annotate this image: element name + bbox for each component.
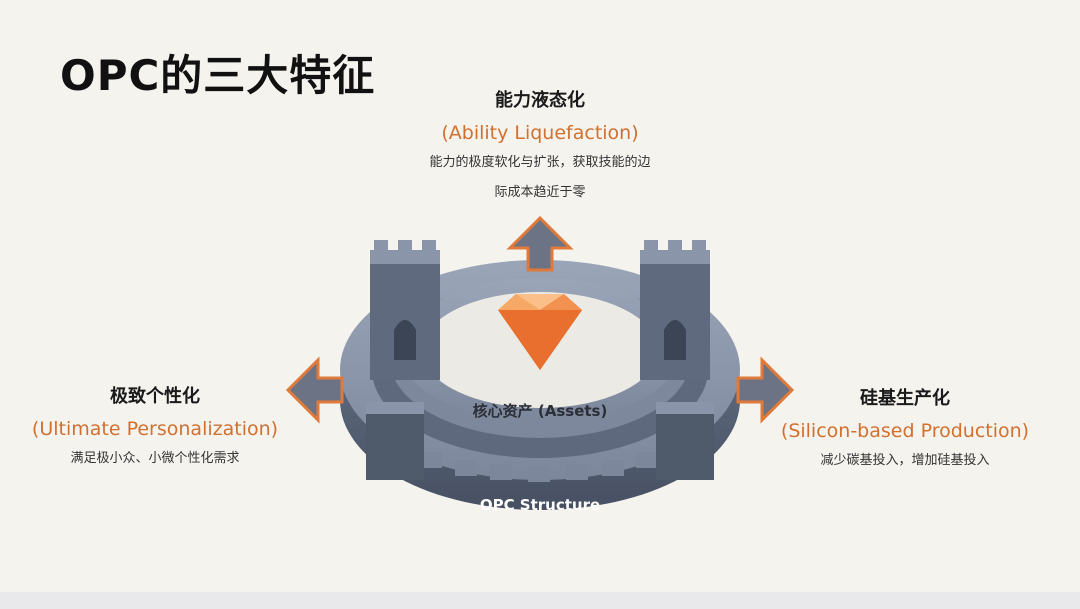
tower-front-right — [656, 402, 714, 480]
page-title: OPC的三大特征 — [60, 42, 375, 103]
feature-english: (Ability Liquefaction) — [380, 122, 700, 144]
tower-front-left — [366, 402, 424, 480]
arrow-right-icon — [738, 360, 792, 420]
opc-structure-diagram: 核心资产 (Assets) OPC Structure — [270, 200, 810, 540]
tower-back-right — [640, 240, 710, 380]
bottom-strip — [0, 592, 1080, 609]
arrow-left-icon — [288, 360, 342, 420]
feature-english: (Ultimate Personalization) — [20, 418, 290, 440]
feature-desc-line-1: 能力的极度软化与扩张，获取技能的边 — [380, 148, 700, 178]
feature-ability-liquefaction: 能力液态化 (Ability Liquefaction) 能力的极度软化与扩张，… — [380, 86, 700, 208]
tower-back-left — [370, 240, 440, 380]
feature-ultimate-personalization: 极致个性化 (Ultimate Personalization) 满足极小众、小… — [20, 382, 290, 474]
feature-description: 满足极小众、小微个性化需求 — [20, 444, 290, 474]
feature-heading: 极致个性化 — [20, 382, 290, 408]
feature-heading: 能力液态化 — [380, 86, 700, 112]
feature-description: 能力的极度软化与扩张，获取技能的边 际成本趋近于零 — [380, 148, 700, 208]
core-assets-label: 核心资产 (Assets) — [473, 402, 608, 420]
opc-structure-label: OPC Structure — [480, 496, 600, 514]
